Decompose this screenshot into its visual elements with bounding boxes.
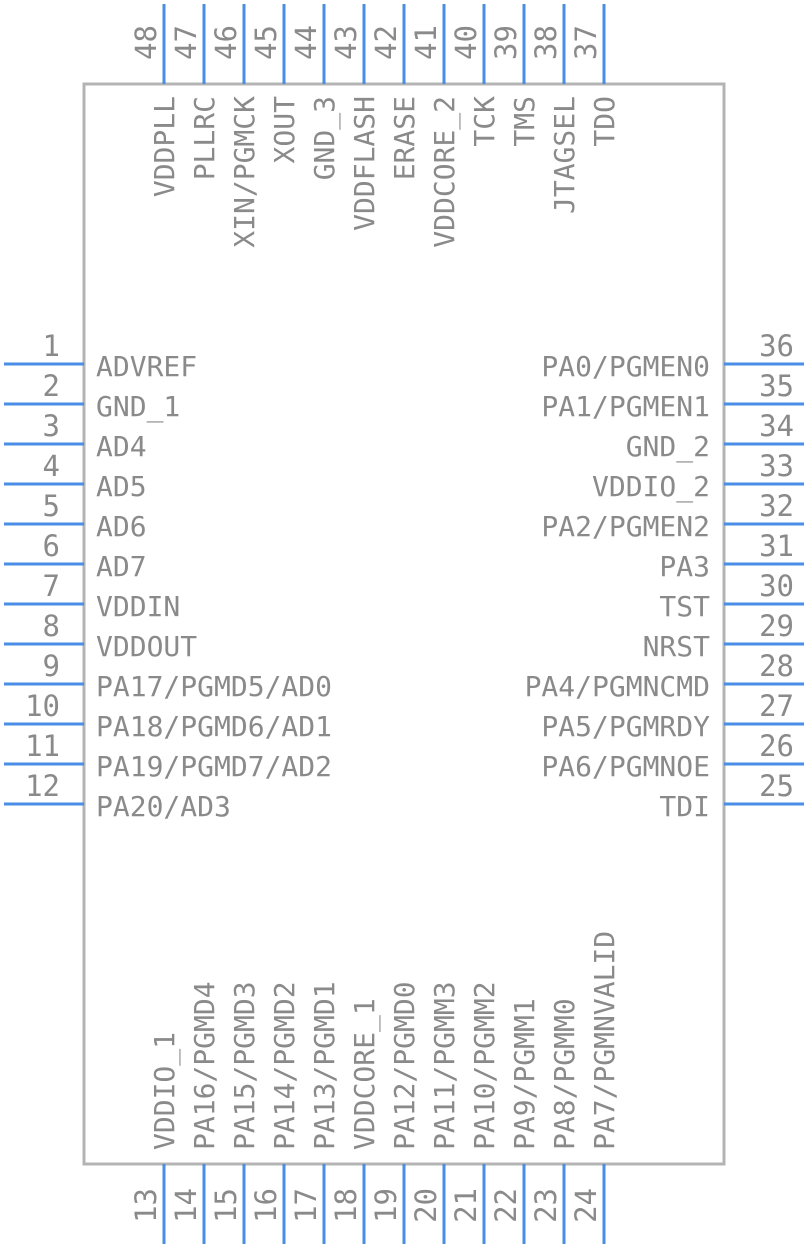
chip-body bbox=[82, 82, 726, 1166]
pin-number: 11 bbox=[25, 729, 60, 763]
pin-name: PA8/PGMM0 bbox=[548, 998, 581, 1150]
pin-number: 30 bbox=[759, 569, 794, 603]
pin-name: PA20/AD3 bbox=[96, 790, 231, 823]
pin-number: 38 bbox=[529, 25, 563, 60]
pin-number: 7 bbox=[43, 569, 60, 603]
pin-number: 46 bbox=[209, 25, 243, 60]
pin-number: 6 bbox=[43, 529, 60, 563]
pin-name: VDDFLASH bbox=[348, 96, 381, 231]
pin-number: 5 bbox=[43, 489, 60, 523]
pin-name: PA13/PGMD1 bbox=[308, 981, 341, 1150]
pin-number: 45 bbox=[249, 25, 283, 60]
pin-number: 43 bbox=[329, 25, 363, 60]
pin-name: GND_1 bbox=[96, 390, 180, 424]
pin-number: 35 bbox=[759, 369, 794, 403]
pin-number: 18 bbox=[329, 1188, 363, 1223]
pin-name: AD7 bbox=[96, 550, 147, 583]
pin-name: PA15/PGMD3 bbox=[228, 981, 261, 1150]
pin-number: 2 bbox=[43, 369, 60, 403]
pin-name: PA0/PGMEN0 bbox=[541, 350, 710, 383]
pin-name: TDI bbox=[659, 790, 710, 823]
pin-number: 8 bbox=[43, 609, 60, 643]
pin-name: PA16/PGMD4 bbox=[188, 981, 221, 1150]
pin-number: 48 bbox=[129, 25, 163, 60]
pin-name: PA10/PGMM2 bbox=[468, 981, 501, 1150]
pin-name: ADVREF bbox=[96, 350, 197, 383]
pin-number: 37 bbox=[569, 25, 603, 60]
pin-number: 28 bbox=[759, 649, 794, 683]
pin-name: PA4/PGMNCMD bbox=[525, 670, 710, 703]
pin-number: 10 bbox=[25, 689, 60, 723]
pin-name: AD5 bbox=[96, 470, 147, 503]
pin-number: 44 bbox=[289, 25, 323, 60]
pin-name: PA3 bbox=[659, 550, 710, 583]
pin-number: 20 bbox=[409, 1188, 443, 1223]
pin-number: 27 bbox=[759, 689, 794, 723]
pin-name: XOUT bbox=[268, 96, 301, 164]
pin-name: ERASE bbox=[388, 96, 421, 180]
pin-name: PA9/PGMM1 bbox=[508, 998, 541, 1150]
pin-name: PA14/PGMD2 bbox=[268, 981, 301, 1150]
pin-number: 14 bbox=[169, 1188, 203, 1223]
pin-number: 3 bbox=[43, 409, 60, 443]
pin-number: 40 bbox=[449, 25, 483, 60]
pin-number: 29 bbox=[759, 609, 794, 643]
pin-number: 24 bbox=[569, 1188, 603, 1223]
pin-name: VDDIN bbox=[96, 590, 180, 623]
pin-name: PA2/PGMEN2 bbox=[541, 510, 710, 543]
pin-number: 26 bbox=[759, 729, 794, 763]
pin-number: 4 bbox=[43, 449, 60, 483]
pin-number: 25 bbox=[759, 769, 794, 803]
pin-number: 36 bbox=[759, 329, 794, 363]
pin-number: 9 bbox=[43, 649, 60, 683]
pin-name: PA12/PGMD0 bbox=[388, 981, 421, 1150]
pin-number: 1 bbox=[43, 329, 60, 363]
pin-name: PA17/PGMD5/AD0 bbox=[96, 670, 332, 703]
pin-number: 34 bbox=[759, 409, 794, 443]
pin-number: 23 bbox=[529, 1188, 563, 1223]
pin-number: 39 bbox=[489, 25, 523, 60]
pin-name: VDDCORE_2 bbox=[428, 96, 462, 248]
pin-name: VDDIO_2 bbox=[592, 470, 710, 504]
pin-number: 33 bbox=[759, 449, 794, 483]
pin-name: AD4 bbox=[96, 430, 147, 463]
pin-number: 15 bbox=[209, 1188, 243, 1223]
pin-number: 21 bbox=[449, 1188, 483, 1223]
pin-name: PA6/PGMNOE bbox=[541, 750, 710, 783]
pin-name: TMS bbox=[508, 96, 541, 147]
pin-number: 12 bbox=[25, 769, 60, 803]
pin-name: GND_3 bbox=[308, 96, 342, 180]
pin-name: VDDIO_1 bbox=[148, 1032, 182, 1150]
pin-number: 16 bbox=[249, 1188, 283, 1223]
pin-number: 42 bbox=[369, 25, 403, 60]
pin-number: 31 bbox=[759, 529, 794, 563]
pin-name: PA11/PGMM3 bbox=[428, 981, 461, 1150]
pin-name: XIN/PGMCK bbox=[228, 96, 261, 248]
pin-name: PA19/PGMD7/AD2 bbox=[96, 750, 332, 783]
pin-name: VDDCORE_1 bbox=[348, 998, 382, 1150]
pin-number: 19 bbox=[369, 1188, 403, 1223]
pin-name: PA18/PGMD6/AD1 bbox=[96, 710, 332, 743]
pin-name: AD6 bbox=[96, 510, 147, 543]
pin-number: 13 bbox=[129, 1188, 163, 1223]
pin-name: TDO bbox=[588, 96, 621, 147]
pin-name: TCK bbox=[468, 96, 501, 147]
pin-name: NRST bbox=[643, 630, 711, 663]
pin-name: GND_2 bbox=[626, 430, 710, 464]
pin-number: 32 bbox=[759, 489, 794, 523]
pin-number: 22 bbox=[489, 1188, 523, 1223]
pin-number: 47 bbox=[169, 25, 203, 60]
pin-name: PLLRC bbox=[188, 96, 221, 180]
pin-number: 17 bbox=[289, 1188, 323, 1223]
pin-number: 41 bbox=[409, 25, 443, 60]
pin-name: JTAGSEL bbox=[548, 96, 581, 214]
pin-name: PA5/PGMRDY bbox=[541, 710, 710, 743]
pin-name: TST bbox=[659, 590, 710, 623]
pin-name: PA1/PGMEN1 bbox=[541, 390, 710, 423]
pin-name: VDDPLL bbox=[148, 96, 181, 197]
pin-name: PA7/PGMNVALID bbox=[588, 931, 621, 1150]
pin-name: VDDOUT bbox=[96, 630, 197, 663]
